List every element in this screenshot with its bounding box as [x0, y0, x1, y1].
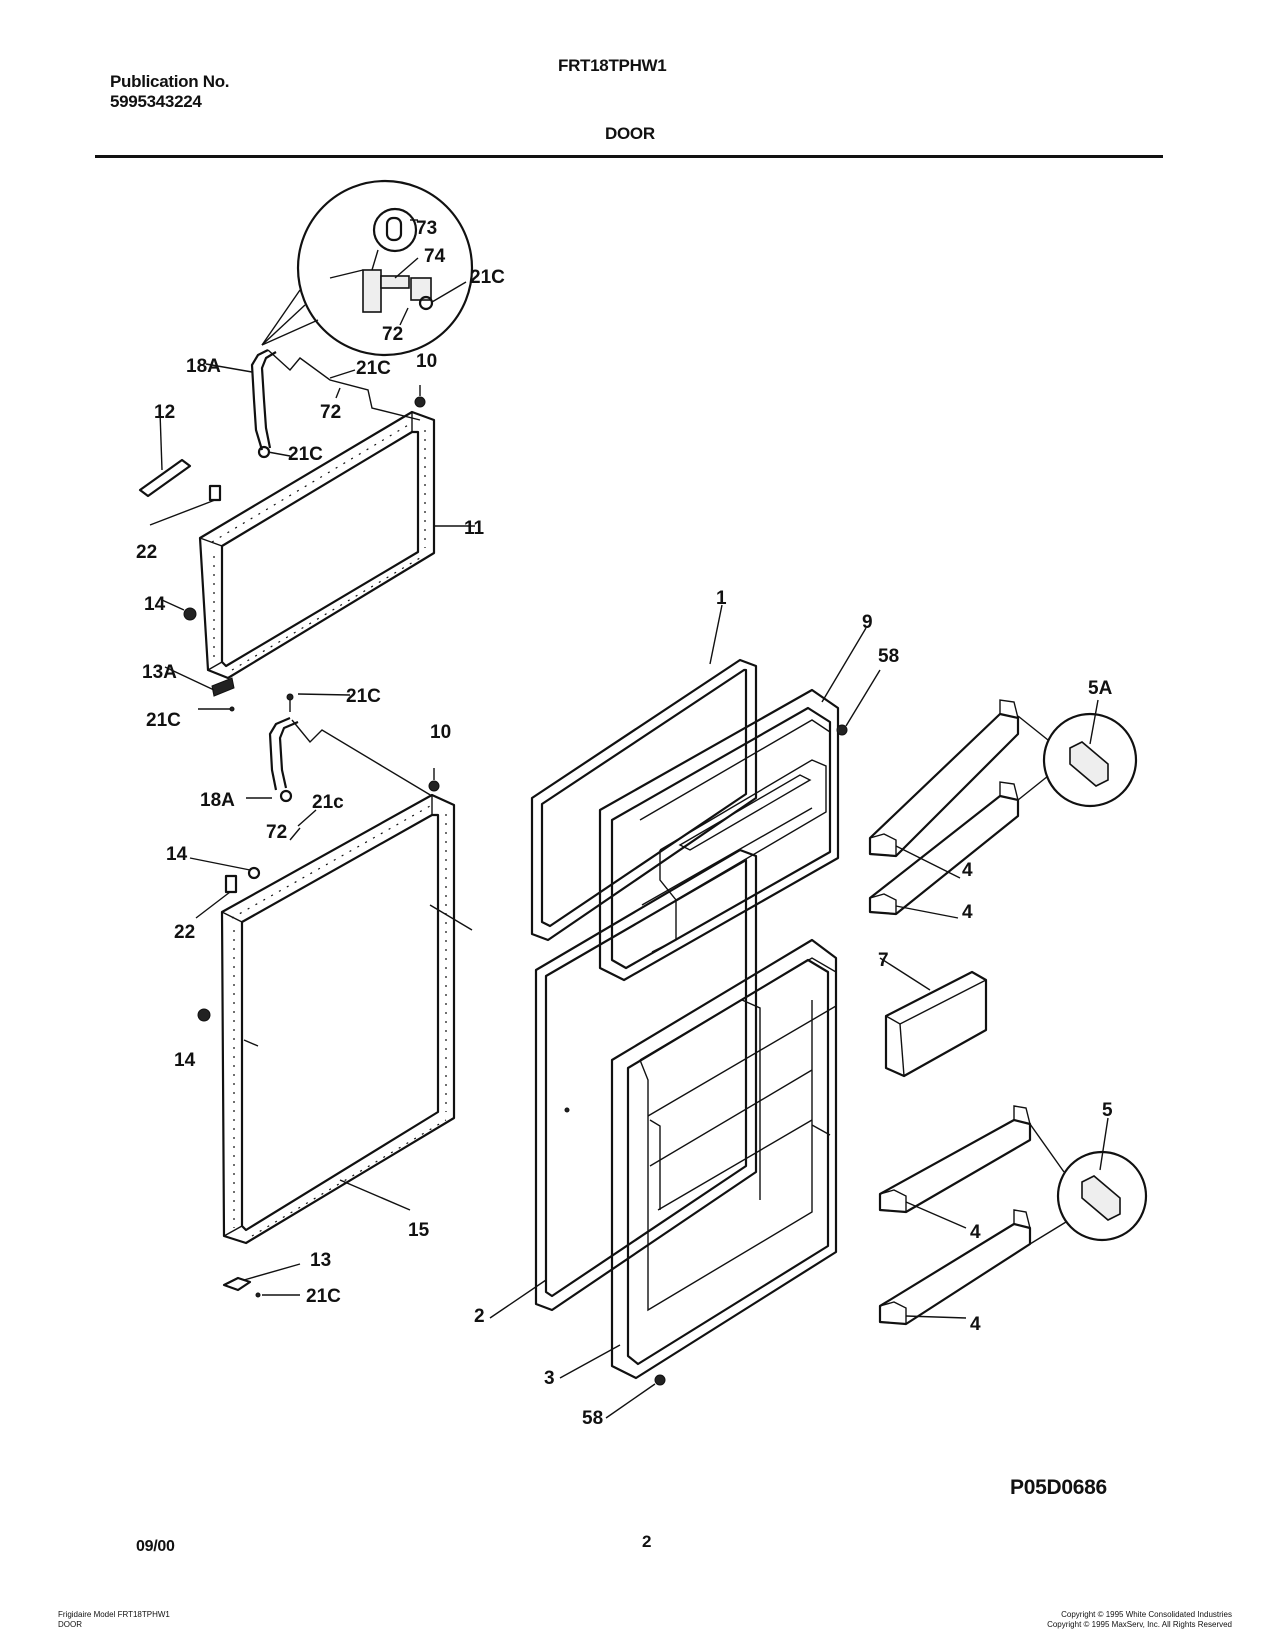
label-5a: 5A	[1088, 678, 1113, 699]
label-22-bottom: 22	[174, 922, 195, 943]
label-22-top: 22	[136, 542, 157, 563]
part-22-top-screw	[149, 484, 222, 526]
label-21c-top1: 21C	[356, 358, 391, 379]
publication-label: Publication No.	[110, 72, 230, 91]
label-18a-bottom: 18A	[200, 790, 235, 811]
hinge-detail-callout	[261, 179, 474, 357]
part-13a-hinge	[164, 666, 235, 712]
part-14-low-stop	[197, 1008, 211, 1022]
label-4-a: 4	[962, 860, 973, 881]
footer-copyright-2: Copyright © 1995 MaxServ, Inc. All Right…	[1047, 1620, 1232, 1629]
fresh-food-liner-3	[559, 938, 838, 1380]
part-73-bushing	[385, 216, 403, 242]
label-21c-top2: 21C	[288, 444, 323, 465]
model-number: FRT18TPHW1	[558, 56, 667, 75]
label-2: 2	[474, 1306, 485, 1327]
label-72-hinge: 72	[382, 324, 403, 345]
label-5: 5	[1102, 1100, 1113, 1121]
part-labels: 73 74 21C 72 18A 21C 10 72 21C 12 22 11 …	[136, 218, 1113, 1429]
part-13-bottom-hinge	[222, 1263, 301, 1298]
part-14-mid-stop	[247, 866, 261, 880]
label-21c-bottom: 21C	[306, 1286, 341, 1307]
publication-number: 5995343224	[110, 92, 202, 111]
part-74-hinge-block	[362, 269, 382, 313]
fresh-food-handle-18a	[268, 693, 433, 803]
label-72-top: 72	[320, 402, 341, 423]
label-21c-hinge: 21C	[470, 267, 505, 288]
part-5-detail	[1029, 1117, 1148, 1245]
label-58-top: 58	[878, 646, 899, 667]
label-10-top: 10	[416, 351, 437, 372]
label-73: 73	[416, 218, 437, 239]
fresh-food-gasket-2	[489, 848, 758, 1319]
part-72-hinge-screw	[418, 295, 434, 311]
part-10-top-bushing	[414, 396, 426, 408]
diagram-code: P05D0686	[1010, 1476, 1107, 1499]
label-13: 13	[310, 1250, 331, 1271]
label-18a-top: 18A	[186, 356, 221, 377]
shelf-4-lower-b	[878, 1209, 1032, 1326]
freezer-gasket-1	[530, 604, 758, 942]
label-14-low: 14	[174, 1050, 196, 1071]
label-9: 9	[862, 612, 873, 633]
footer-page-number: 2	[642, 1532, 652, 1551]
label-11: 11	[464, 518, 485, 539]
part-14-top-stop	[183, 607, 197, 621]
part-12-trim	[138, 411, 192, 498]
label-4-d: 4	[970, 1314, 981, 1335]
section-title: DOOR	[605, 124, 655, 143]
part-58-bottom-screw	[605, 1374, 666, 1419]
label-14-mid: 14	[166, 844, 188, 865]
part-22-bottom-screw	[195, 874, 238, 919]
label-12: 12	[154, 402, 175, 423]
label-3: 3	[544, 1368, 555, 1389]
label-15: 15	[408, 1220, 430, 1241]
fresh-food-door-15	[220, 768, 473, 1245]
label-72-bottom: 72	[266, 822, 287, 843]
label-58-bottom: 58	[582, 1408, 603, 1429]
label-74: 74	[424, 246, 446, 267]
label-1: 1	[716, 588, 727, 609]
freezer-door-11	[198, 385, 436, 680]
label-10-bottom: 10	[430, 722, 451, 743]
shelf-4-upper-a	[868, 699, 1020, 879]
footer-model-line: Frigidaire Model FRT18TPHW1	[58, 1610, 170, 1619]
part-73-circle	[372, 207, 418, 253]
footer-section-line: DOOR	[58, 1620, 82, 1629]
footer-copyright-1: Copyright © 1995 White Consolidated Indu…	[1061, 1610, 1232, 1619]
label-14-top: 14	[144, 594, 166, 615]
part-58-top-screw	[836, 669, 881, 736]
label-4-c: 4	[970, 1222, 981, 1243]
label-4-b: 4	[962, 902, 973, 923]
part-5a-detail	[1017, 699, 1138, 808]
label-21c-top3: 21C	[146, 710, 181, 731]
label-13a: 13A	[142, 662, 177, 683]
shelf-4-lower-a	[878, 1105, 1032, 1229]
part-10-bottom-bushing	[428, 780, 440, 792]
header-rule	[95, 155, 1163, 158]
part-7-dairy-door	[879, 957, 988, 1078]
label-21c-lower: 21c	[312, 792, 344, 813]
label-7: 7	[878, 950, 889, 971]
footer-date: 09/00	[136, 1538, 175, 1555]
label-21c-top4: 21C	[346, 686, 381, 707]
freezer-handle-18a	[250, 349, 421, 459]
shelf-4-upper-b	[868, 781, 1020, 919]
